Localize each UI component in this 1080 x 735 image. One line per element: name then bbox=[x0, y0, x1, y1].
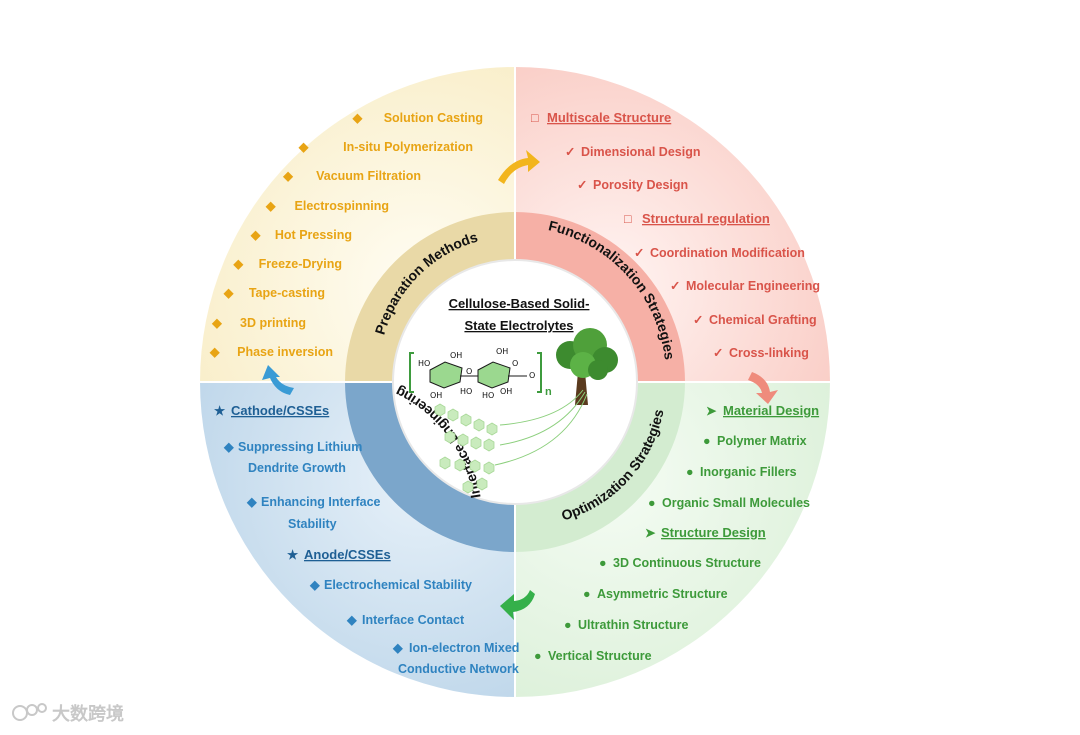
opt-dot-b2: ● bbox=[583, 587, 591, 601]
prep-bullet-9: ◆ bbox=[209, 345, 221, 359]
svg-text:OH: OH bbox=[500, 387, 512, 396]
center-circle bbox=[392, 259, 638, 505]
int-item-a1-cont: Dendrite Growth bbox=[248, 461, 346, 475]
svg-text:HO: HO bbox=[482, 391, 494, 400]
opt-item-a1: Polymer Matrix bbox=[717, 434, 807, 448]
svg-text:O: O bbox=[529, 371, 535, 380]
center-title-line1: Cellulose-Based Solid- bbox=[449, 296, 590, 311]
arrow-to-optimization-icon bbox=[748, 372, 778, 404]
int-bullet-a2: ◆ bbox=[246, 495, 258, 509]
prep-bullet-6: ◆ bbox=[232, 257, 244, 271]
int-bullet-b3: ◆ bbox=[392, 641, 404, 655]
prep-item-3: Vacuum Filtration bbox=[316, 169, 421, 183]
opt-dot-a2: ● bbox=[686, 465, 694, 479]
int-item-b3-cont: Conductive Network bbox=[398, 662, 519, 676]
svg-text:OH: OH bbox=[430, 391, 442, 400]
func-check-a2: ✓ bbox=[577, 178, 587, 192]
opt-item-b2: Asymmetric Structure bbox=[597, 587, 728, 601]
int-item-b1: Electrochemical Stability bbox=[324, 578, 472, 592]
prep-bullet-4: ◆ bbox=[265, 199, 277, 213]
svg-text:O: O bbox=[512, 359, 518, 368]
subscript-n: n bbox=[545, 386, 552, 398]
svg-text:OH: OH bbox=[450, 351, 462, 360]
int-item-a2: Enhancing Interface bbox=[261, 495, 381, 509]
func-heading-1: Multiscale Structure bbox=[547, 110, 671, 125]
int-heading-2: Anode/CSSEs bbox=[304, 547, 391, 562]
int-bullet-a1: ◆ bbox=[223, 440, 235, 454]
arrow-to-interface-icon bbox=[500, 590, 535, 620]
opt-dot-a1: ● bbox=[703, 434, 711, 448]
int-head-star-1: ★ bbox=[214, 404, 226, 418]
watermark: 大数跨境 bbox=[12, 703, 124, 725]
opt-head-bullet-2: ➤ bbox=[645, 526, 656, 540]
svg-text:O: O bbox=[466, 367, 472, 376]
prep-bullet-7: ◆ bbox=[223, 286, 235, 300]
func-item-a2: Porosity Design bbox=[593, 178, 688, 192]
func-check-b1: ✓ bbox=[634, 246, 644, 260]
svg-text:大数跨境: 大数跨境 bbox=[52, 703, 124, 725]
prep-item-2: In-situ Polymerization bbox=[343, 140, 473, 154]
opt-item-a2: Inorganic Fillers bbox=[700, 465, 797, 479]
int-head-star-2: ★ bbox=[287, 548, 299, 562]
opt-item-b3: Ultrathin Structure bbox=[578, 618, 688, 632]
opt-dot-b1: ● bbox=[599, 556, 607, 570]
int-item-a1: Suppressing Lithium bbox=[238, 440, 362, 454]
prep-item-6: Freeze-Drying bbox=[259, 257, 342, 271]
opt-heading-1: Material Design bbox=[723, 403, 819, 418]
svg-text:HO: HO bbox=[418, 359, 430, 368]
arrow-to-functionalization-icon bbox=[498, 150, 540, 184]
prep-bullet-1: ◆ bbox=[352, 111, 364, 125]
opt-dot-b3: ● bbox=[564, 618, 572, 632]
int-item-b2: Interface Contact bbox=[362, 613, 465, 627]
opt-item-b4: Vertical Structure bbox=[548, 649, 652, 663]
prep-bullet-2: ◆ bbox=[298, 140, 310, 154]
prep-bullet-8: ◆ bbox=[211, 316, 223, 330]
arrow-to-preparation-icon bbox=[262, 365, 294, 395]
func-head-bullet-1: □ bbox=[531, 111, 539, 125]
func-item-b2: Molecular Engineering bbox=[686, 279, 820, 293]
func-heading-2: Structural regulation bbox=[642, 211, 770, 226]
int-bullet-b1: ◆ bbox=[309, 578, 321, 592]
func-item-b3: Chemical Grafting bbox=[709, 313, 817, 327]
int-bullet-b2: ◆ bbox=[346, 613, 358, 627]
func-item-b1: Coordination Modification bbox=[650, 246, 805, 260]
tree-icon bbox=[494, 328, 618, 466]
func-check-b2: ✓ bbox=[670, 279, 680, 293]
opt-dot-a3: ● bbox=[648, 496, 656, 510]
func-check-b4: ✓ bbox=[713, 346, 723, 360]
prep-item-9: Phase inversion bbox=[237, 345, 333, 359]
func-check-a1: ✓ bbox=[565, 145, 575, 159]
opt-head-bullet-1: ➤ bbox=[706, 404, 717, 418]
int-heading-1: Cathode/CSSEs bbox=[231, 403, 329, 418]
prep-bullet-5: ◆ bbox=[250, 228, 262, 242]
cellulose-structure: HO OH OH OH O HO HO O OH O n bbox=[409, 347, 552, 400]
prep-item-1: Solution Casting bbox=[384, 111, 483, 125]
opt-heading-2: Structure Design bbox=[661, 525, 766, 540]
quadrant-texts: Solution Casting ◆ In-situ Polymerization ◆… bbox=[209, 110, 820, 676]
prep-bullet-3: ◆ bbox=[282, 169, 294, 183]
opt-item-b1: 3D Continuous Structure bbox=[613, 556, 761, 570]
center-title-line2: State Electrolytes bbox=[464, 318, 573, 333]
prep-item-5: Hot Pressing bbox=[275, 228, 352, 242]
int-item-a2-cont: Stability bbox=[288, 517, 337, 531]
prep-item-7: Tape-casting bbox=[249, 286, 325, 300]
svg-text:OH: OH bbox=[496, 347, 508, 356]
func-item-a1: Dimensional Design bbox=[581, 145, 700, 159]
func-head-bullet-2: □ bbox=[624, 212, 632, 226]
func-check-b3: ✓ bbox=[693, 313, 703, 327]
opt-dot-b4: ● bbox=[534, 649, 542, 663]
fiber-chains-icon bbox=[434, 403, 498, 494]
prep-item-4: Electrospinning bbox=[295, 199, 389, 213]
int-item-b3: Ion-electron Mixed bbox=[409, 641, 519, 655]
opt-item-a3: Organic Small Molecules bbox=[662, 496, 810, 510]
func-item-b4: Cross-linking bbox=[729, 346, 809, 360]
prep-item-8: 3D printing bbox=[240, 316, 306, 330]
svg-text:HO: HO bbox=[460, 387, 472, 396]
